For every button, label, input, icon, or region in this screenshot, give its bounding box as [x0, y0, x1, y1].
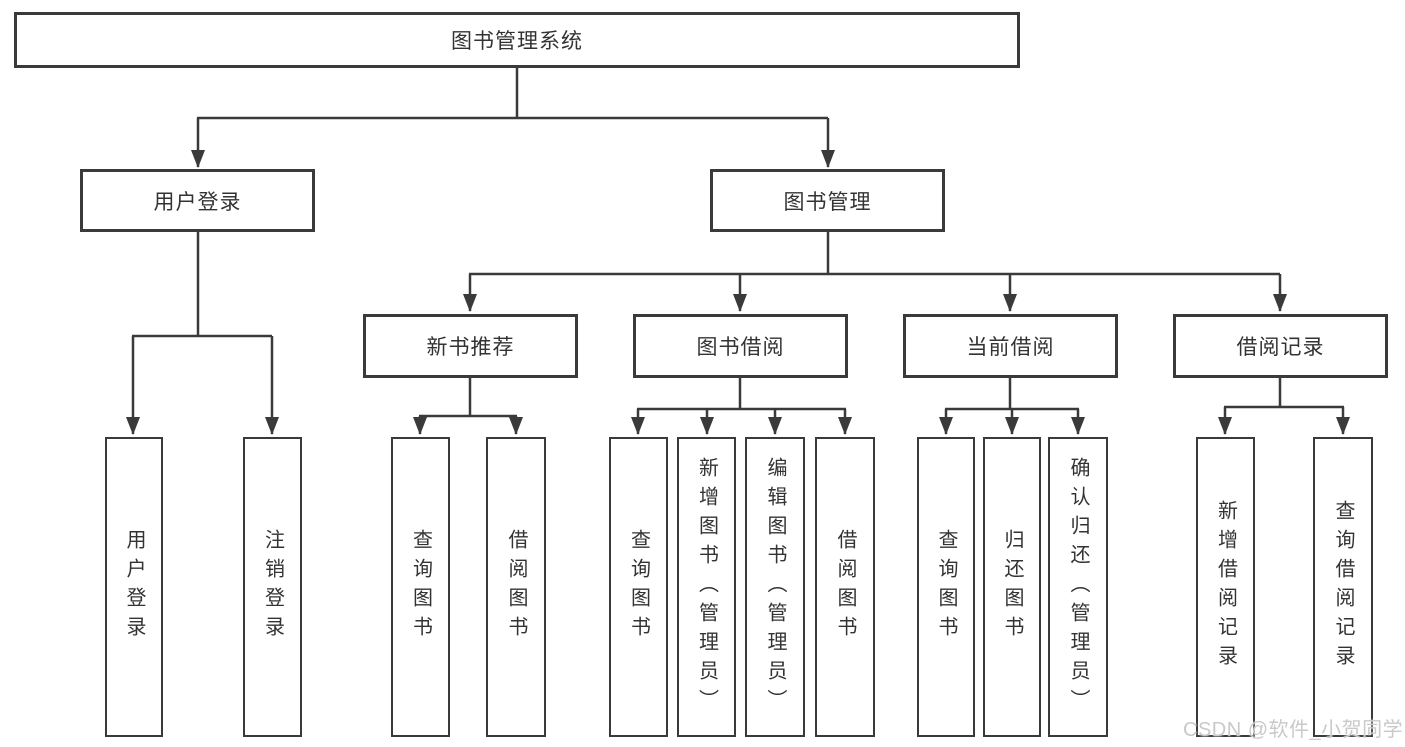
leaf-query-book: 查询图书 — [917, 437, 975, 737]
leaf-logout: 注销登录 — [243, 437, 302, 737]
leaf-label: 注销登录 — [261, 529, 284, 645]
node-book-management: 图书管理 — [710, 169, 945, 232]
leaf-label: 查询图书 — [627, 529, 650, 645]
leaf-label: 借阅图书 — [505, 529, 527, 645]
node-book-borrow: 图书借阅 — [633, 314, 848, 378]
connector-login-split — [132, 232, 272, 338]
node-user-login: 用户登录 — [80, 169, 315, 232]
leaf-label: 查询图书 — [935, 529, 957, 645]
leaf-borrow-book: 借阅图书 — [815, 437, 875, 737]
leaf-add-borrow-record: 新增借阅记录 — [1196, 437, 1255, 737]
node-label: 图书管理 — [783, 190, 872, 214]
leaf-label: 新增图书（管理员） — [695, 456, 718, 718]
connector-root-to-level2 — [197, 68, 828, 120]
leaf-query-book: 查询图书 — [609, 437, 668, 737]
node-borrow-records: 借阅记录 — [1173, 314, 1388, 378]
leaf-query-borrow-record: 查询借阅记录 — [1313, 437, 1373, 737]
csdn-watermark: CSDN @软件_小贺同学 — [1183, 719, 1404, 741]
connector-borrow-split — [637, 378, 846, 411]
leaf-label: 新增借阅记录 — [1214, 500, 1237, 674]
leaf-borrow-book: 借阅图书 — [486, 437, 546, 737]
node-system-root: 图书管理系统 — [14, 12, 1020, 68]
node-label: 当前借阅 — [966, 336, 1055, 359]
connector-records-split — [1224, 378, 1344, 409]
leaf-label: 查询借阅记录 — [1332, 500, 1354, 674]
connector-current-split — [945, 378, 1079, 411]
node-current-borrow: 当前借阅 — [903, 314, 1118, 378]
leaf-add-book-admin: 新增图书（管理员） — [677, 437, 736, 737]
node-label: 图书管理系统 — [451, 30, 583, 53]
leaf-label: 借阅图书 — [834, 529, 856, 645]
leaf-label: 归还图书 — [1001, 529, 1023, 645]
leaf-confirm-return-admin: 确认归还（管理员） — [1048, 437, 1108, 737]
node-label: 借阅记录 — [1236, 336, 1325, 359]
leaf-edit-book-admin: 编辑图书（管理员） — [745, 437, 805, 737]
node-new-book-recommend: 新书推荐 — [363, 314, 578, 378]
node-label: 新书推荐 — [426, 336, 515, 359]
leaf-label: 确认归还（管理员） — [1067, 456, 1089, 718]
connector-rec-split — [419, 378, 517, 418]
node-label: 图书借阅 — [696, 336, 785, 359]
leaf-user-login: 用户登录 — [105, 437, 163, 737]
leaf-query-book: 查询图书 — [391, 437, 450, 737]
connector-mgmt-split — [469, 232, 1280, 276]
leaf-return-book: 归还图书 — [983, 437, 1041, 737]
leaf-label: 用户登录 — [123, 529, 145, 645]
leaf-label: 查询图书 — [409, 529, 432, 645]
node-label: 用户登录 — [153, 190, 242, 214]
leaf-label: 编辑图书（管理员） — [764, 456, 786, 718]
